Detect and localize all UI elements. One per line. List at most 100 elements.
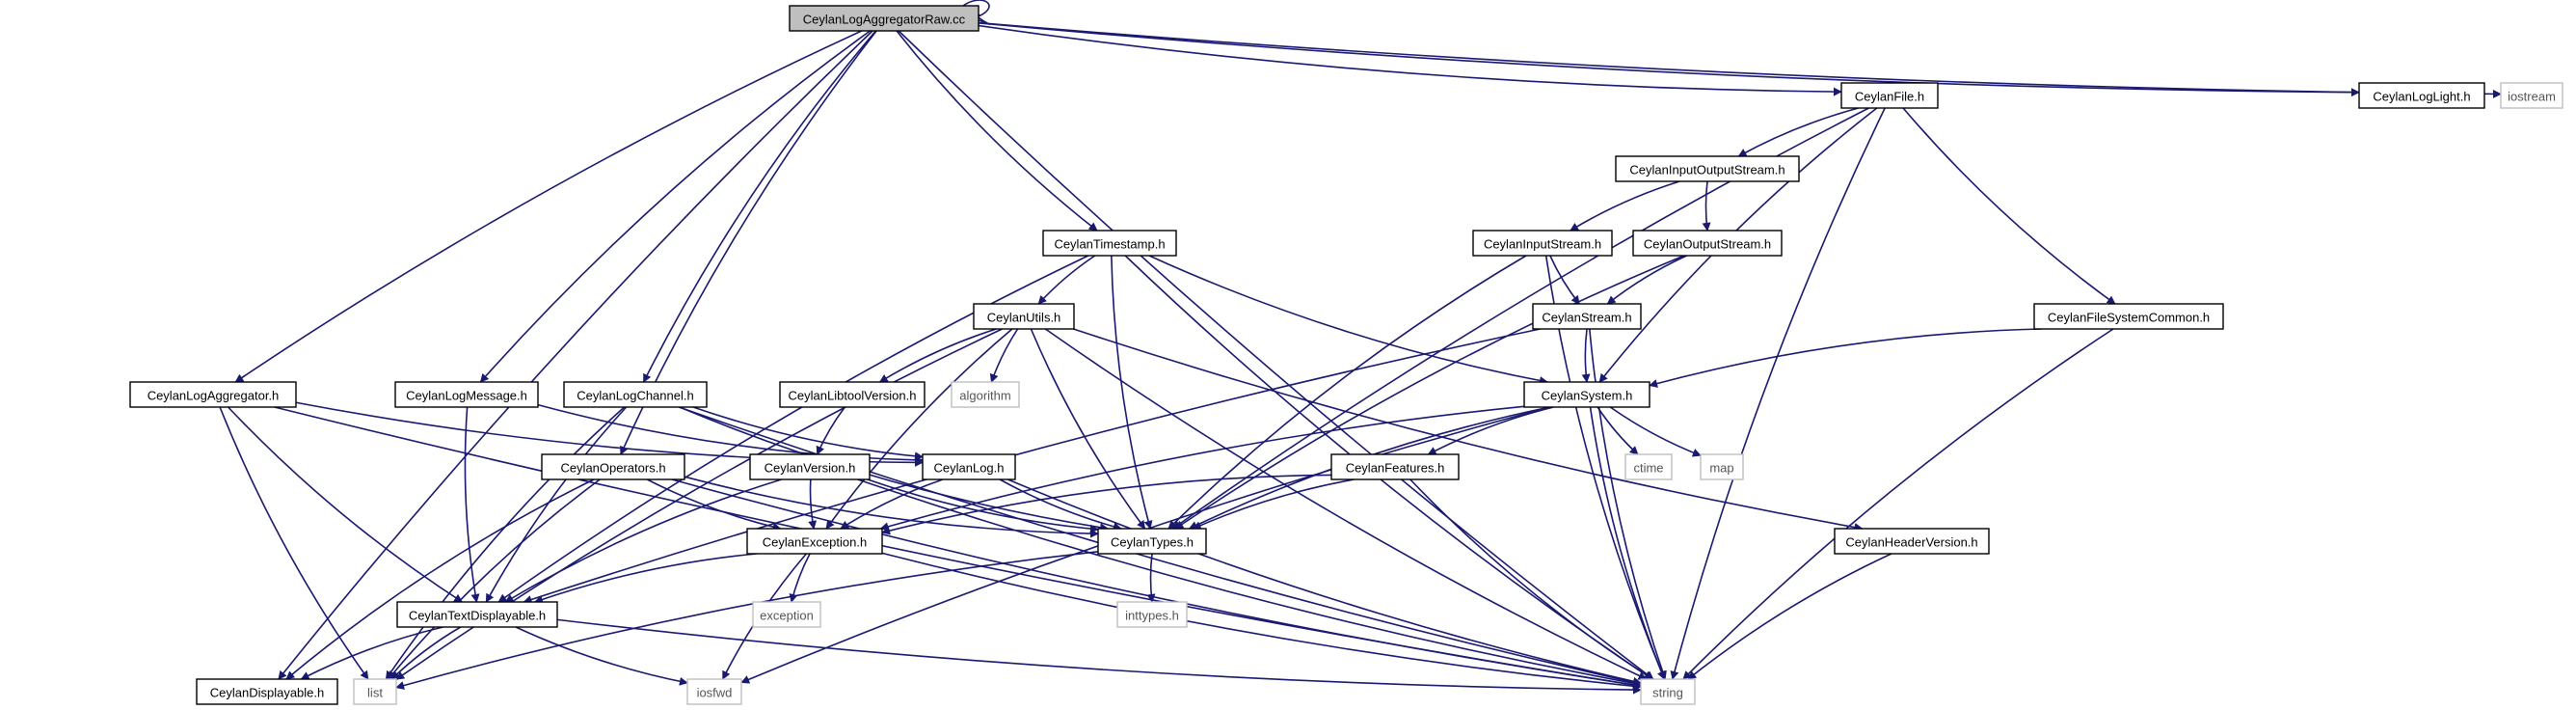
node-features[interactable]: CeylanFeatures.h	[1330, 453, 1460, 480]
node-label-inttypes: inttypes.h	[1125, 609, 1179, 623]
node-box-libtool	[779, 381, 926, 408]
node-ctime: ctime	[1624, 453, 1673, 480]
node-box-displayable	[196, 678, 338, 705]
node-box-textdisplayable	[396, 601, 558, 628]
node-box-loglight	[2358, 82, 2485, 109]
edge-log-to-types	[999, 478, 1122, 532]
node-label-utils: CeylanUtils.h	[987, 311, 1061, 325]
node-label-file: CeylanFile.h	[1855, 90, 1924, 104]
node-root[interactable]: CeylanLogAggregatorRaw.cc	[789, 5, 979, 32]
node-label-algorithm: algorithm	[959, 389, 1010, 403]
node-operators[interactable]: CeylanOperators.h	[541, 453, 685, 480]
node-label-types: CeylanTypes.h	[1111, 535, 1194, 550]
edge-features-to-types	[1192, 478, 1355, 530]
edge-textdisplayable-to-displayable	[300, 626, 443, 680]
node-label-list: list	[367, 686, 383, 700]
node-box-utils	[973, 303, 1075, 330]
node-loglight[interactable]: CeylanLogLight.h	[2358, 82, 2485, 109]
node-label-libtool: CeylanLibtoolVersion.h	[789, 389, 917, 403]
node-log[interactable]: CeylanLog.h	[922, 453, 1016, 480]
node-label-displayable: CeylanDisplayable.h	[210, 686, 325, 700]
node-box-string	[1640, 678, 1696, 705]
node-box-log	[922, 453, 1016, 480]
edge-version-to-string	[857, 478, 1642, 688]
node-fscommon[interactable]: CeylanFileSystemCommon.h	[2033, 303, 2224, 330]
node-utils[interactable]: CeylanUtils.h	[973, 303, 1075, 330]
edge-root-to-file	[978, 24, 1842, 96]
node-box-inttypes	[1116, 601, 1188, 628]
node-label-logmessage: CeylanLogMessage.h	[406, 389, 527, 403]
edge-stream-to-string	[1589, 328, 1667, 680]
node-displayable[interactable]: CeylanDisplayable.h	[196, 678, 338, 705]
edge-utils-to-types	[1030, 328, 1146, 530]
edge-outstream-to-types	[1174, 255, 1685, 530]
node-iostream_h[interactable]: CeylanInputOutputStream.h	[1615, 155, 1800, 182]
node-label-string: string	[1652, 686, 1683, 700]
edge-logchannel-to-log	[692, 406, 924, 461]
node-label-version: CeylanVersion.h	[765, 461, 856, 476]
edge-root-to-iostream	[978, 21, 2502, 98]
node-label-stream: CeylanStream.h	[1542, 311, 1631, 325]
node-instream[interactable]: CeylanInputStream.h	[1472, 230, 1613, 257]
node-label-fscommon: CeylanFileSystemCommon.h	[2048, 311, 2210, 325]
edge-system-to-ctime	[1597, 406, 1639, 455]
edge-utils-to-exception_h	[825, 328, 1013, 530]
node-aggregator[interactable]: CeylanLogAggregator.h	[129, 381, 297, 408]
edge-logchannel-to-textdisplayable	[485, 406, 628, 603]
node-logchannel[interactable]: CeylanLogChannel.h	[563, 381, 708, 408]
node-label-textdisplayable: CeylanTextDisplayable.h	[409, 609, 546, 623]
node-file[interactable]: CeylanFile.h	[1840, 82, 1939, 109]
node-outstream[interactable]: CeylanOutputStream.h	[1632, 230, 1783, 257]
edge-types-to-list	[395, 551, 1099, 690]
node-box-map	[1700, 453, 1744, 480]
node-headerversion[interactable]: CeylanHeaderVersion.h	[1834, 528, 1990, 555]
node-libtool[interactable]: CeylanLibtoolVersion.h	[779, 381, 926, 408]
node-iosfwd: iosfwd	[686, 678, 742, 705]
node-box-outstream	[1632, 230, 1783, 257]
edge-timestamp-to-utils	[1037, 255, 1096, 305]
node-box-stream	[1532, 303, 1642, 330]
edge-instream-to-stream	[1549, 255, 1580, 305]
node-label-exception: exception	[760, 609, 814, 623]
edge-stream-to-textdisplayable	[523, 328, 1541, 604]
node-algorithm: algorithm	[951, 381, 1020, 408]
edge-exception_h-to-string	[881, 552, 1642, 691]
edge-operators-to-list	[388, 478, 601, 680]
node-system[interactable]: CeylanSystem.h	[1523, 381, 1650, 408]
node-label-map: map	[1709, 461, 1733, 476]
node-box-algorithm	[951, 381, 1020, 408]
edge-libtool-to-version	[816, 406, 846, 455]
node-textdisplayable[interactable]: CeylanTextDisplayable.h	[396, 601, 558, 628]
edge-textdisplayable-to-iosfwd	[515, 626, 688, 686]
node-exception_h[interactable]: CeylanException.h	[746, 528, 883, 555]
node-box-fscommon	[2033, 303, 2224, 330]
edge-utils-to-headerversion	[1073, 328, 1864, 532]
node-exception: exception	[752, 601, 821, 628]
edge-aggregator-to-string	[274, 406, 1642, 690]
node-label-iostream_h: CeylanInputOutputStream.h	[1629, 163, 1784, 178]
node-label-exception_h: CeylanException.h	[763, 535, 867, 550]
node-timestamp[interactable]: CeylanTimestamp.h	[1042, 230, 1177, 257]
edge-operators-to-types	[684, 476, 1099, 538]
edge-textdisplayable-to-string	[556, 618, 1642, 695]
edge-types-to-inttypes	[1146, 553, 1156, 603]
node-logmessage[interactable]: CeylanLogMessage.h	[394, 381, 539, 408]
node-types[interactable]: CeylanTypes.h	[1097, 528, 1207, 555]
node-version[interactable]: CeylanVersion.h	[749, 453, 871, 480]
node-box-list	[353, 678, 397, 705]
edge-exception_h-to-textdisplayable	[534, 553, 758, 604]
node-box-instream	[1472, 230, 1613, 257]
node-stream[interactable]: CeylanStream.h	[1532, 303, 1642, 330]
node-box-operators	[541, 453, 685, 480]
node-box-iosfwd	[686, 678, 742, 705]
edge-file-to-fscommon	[1902, 107, 2116, 305]
edge-root-to-string	[898, 30, 1654, 680]
edge-utils-to-string	[1044, 328, 1648, 680]
edge-headerversion-to-string	[1687, 553, 1892, 680]
edge-instream-to-types	[1167, 255, 1527, 530]
edge-version-to-textdisplayable	[504, 478, 782, 603]
node-label-features: CeylanFeatures.h	[1346, 461, 1445, 476]
node-label-timestamp: CeylanTimestamp.h	[1054, 237, 1165, 252]
edge-root-to-aggregator	[234, 30, 863, 383]
edge-root-to-logchannel	[642, 30, 877, 383]
